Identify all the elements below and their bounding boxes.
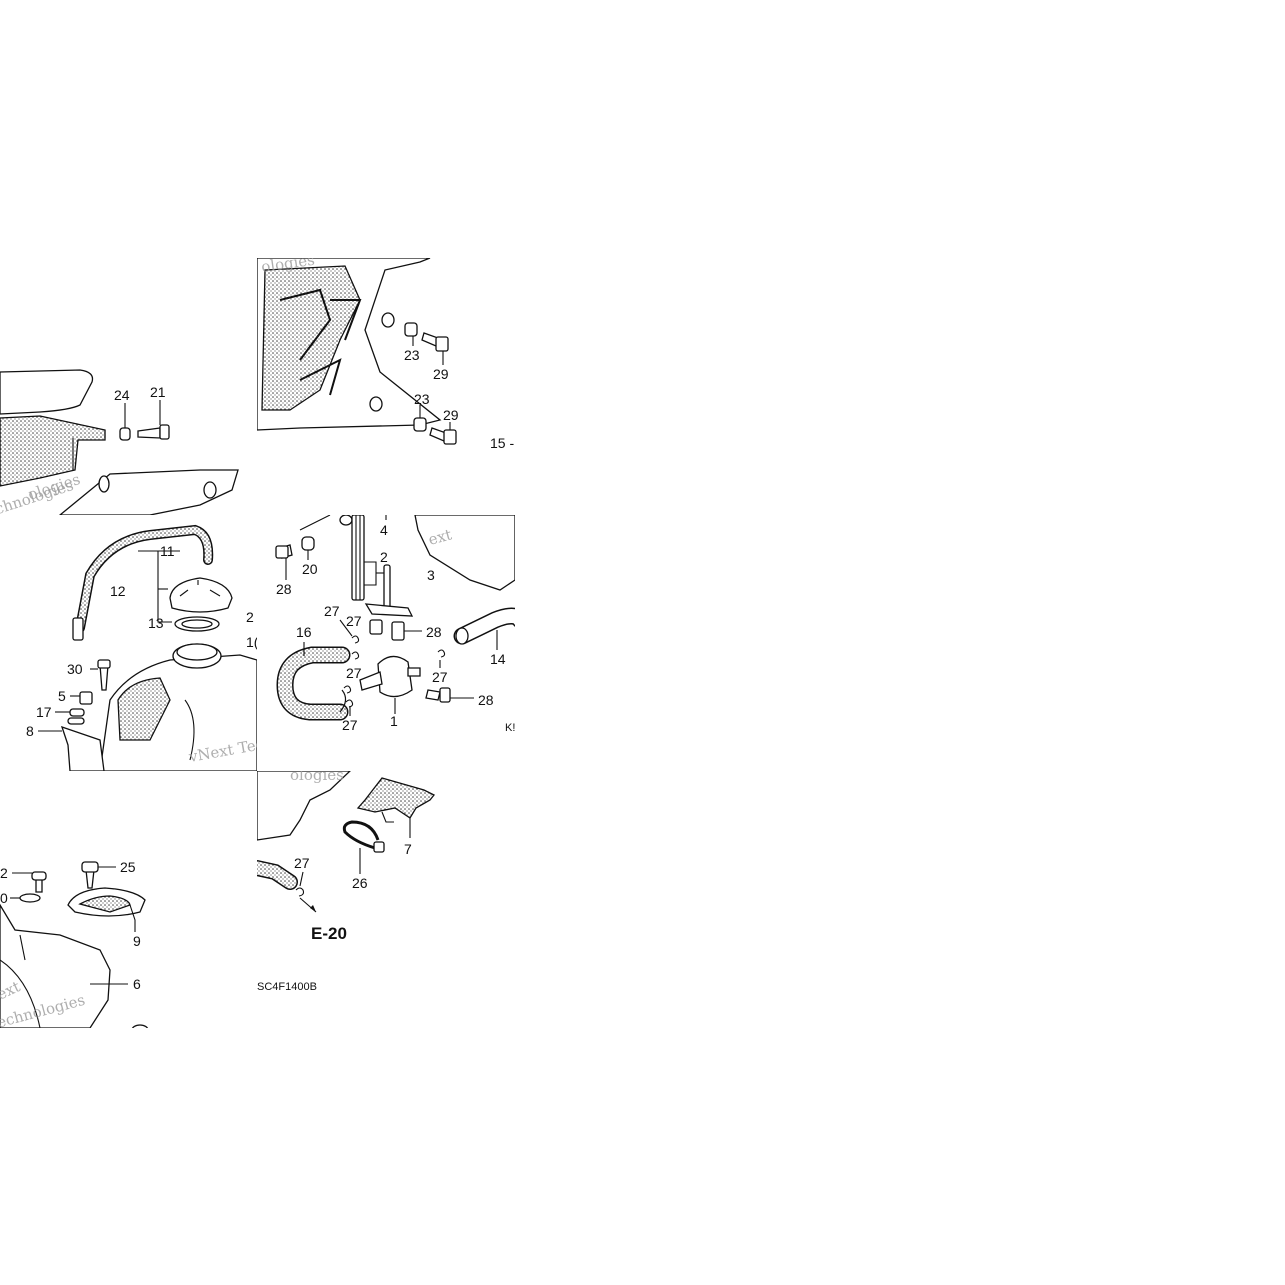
callout-25: 25 xyxy=(120,859,136,875)
washer-24-shape xyxy=(119,427,131,441)
strainer-pipe-2-shape xyxy=(351,515,365,601)
callout-27: 27 xyxy=(294,855,310,871)
callout-9: 9 xyxy=(133,933,141,949)
heat-guard-7-shape xyxy=(356,777,436,819)
tile-heat-guard: ologies 27 26 7 E-20 xyxy=(257,766,436,943)
callout-17: 17 xyxy=(36,704,52,720)
callout-1: 1 xyxy=(390,713,398,729)
collar-5-shape xyxy=(79,691,93,705)
callout-5: 5 xyxy=(58,688,66,704)
clip-27-shape xyxy=(437,649,446,658)
callout-10: 1( xyxy=(246,634,259,650)
callout-27: 27 xyxy=(324,603,340,619)
callout-30: 30 xyxy=(67,661,83,677)
callout-28: 28 xyxy=(276,581,292,597)
callout-6: 6 xyxy=(133,976,141,992)
callout-ks: K! xyxy=(505,722,515,734)
collar-23-shape xyxy=(413,417,427,432)
fuel-tank-lower-shape xyxy=(0,903,111,1028)
watermark-text: ext xyxy=(426,525,453,548)
tile-fuel-tank: 11 12 13 2 1( 30 5 17 8 vNext Tec xyxy=(26,524,259,771)
callout-14: 14 xyxy=(490,651,506,667)
callout-13: 13 xyxy=(148,615,164,631)
callout-28: 28 xyxy=(426,624,442,640)
callout-23: 23 xyxy=(404,347,420,363)
callout-23: 23 xyxy=(414,391,430,407)
callout-0: 0 xyxy=(0,890,8,906)
breather-tube-11-shape xyxy=(75,524,214,633)
tile-fuel-valve: ext xyxy=(275,515,515,734)
callout-26: 26 xyxy=(352,875,368,891)
callout-29: 29 xyxy=(433,366,449,382)
rubber-17-shape xyxy=(69,708,85,717)
callout-24: 24 xyxy=(114,387,130,403)
washer-shape xyxy=(19,893,41,903)
bolt-21-head-shape xyxy=(159,424,170,440)
clip-27-shape xyxy=(343,685,352,694)
clip-27-shape xyxy=(295,887,305,897)
bolt-28-shape xyxy=(425,689,441,701)
callout-8: 8 xyxy=(26,723,34,739)
page-reference: E-20 xyxy=(311,924,347,943)
clip-27-shape xyxy=(351,651,360,660)
callout-4: 4 xyxy=(380,522,388,538)
callout-16: 16 xyxy=(296,624,312,640)
valve-plate-shape xyxy=(364,603,414,617)
callout-15: 15 - xyxy=(490,435,514,451)
bolt-25-shape xyxy=(85,869,95,889)
callout-2: 2 xyxy=(0,865,8,881)
grommet-shape xyxy=(203,481,217,499)
callout-7: 7 xyxy=(404,841,412,857)
tank-edge-shape xyxy=(414,515,515,591)
washer-20-shape xyxy=(301,536,315,551)
tile-shroud: 23 29 23 29 15 - ologies xyxy=(257,258,514,451)
drawing-code: SC4F1400B xyxy=(257,981,317,993)
callout-3: 3 xyxy=(427,567,435,583)
bolt-30-shape xyxy=(99,664,109,691)
fuel-cap-12-shape xyxy=(169,577,233,613)
watermark-text: ologies xyxy=(290,766,344,784)
callout-2: 2 xyxy=(246,609,254,625)
tile-tank-underside: 2 0 25 9 6 ext Technologies xyxy=(0,859,149,1028)
callout-27: 27 xyxy=(342,717,358,733)
seat-shape xyxy=(0,369,94,415)
fuel-valve-1-shape xyxy=(377,655,413,698)
collar-23-shape xyxy=(404,322,418,337)
bolt-21-shape xyxy=(137,427,161,439)
callout-20: 20 xyxy=(302,561,318,577)
tank-edge-shape xyxy=(257,771,351,841)
clamp-26-shape xyxy=(342,820,380,850)
side-cover-shape xyxy=(0,415,106,487)
callout-27: 27 xyxy=(346,613,362,629)
callout-12: 12 xyxy=(110,583,126,599)
callout-11: 11 xyxy=(160,543,175,559)
grommet-shape xyxy=(98,475,110,493)
callout-21: 21 xyxy=(150,384,166,400)
callout-28: 28 xyxy=(478,692,494,708)
callout-27: 27 xyxy=(432,669,448,685)
strap-8-shape xyxy=(60,725,105,771)
strainer-pipe-3-shape xyxy=(383,564,391,611)
tile-side-cover: 24 21 ologies Technologies xyxy=(0,369,239,515)
callout-27: 27 xyxy=(346,665,362,681)
callout-29: 29 xyxy=(443,407,459,423)
grommet-shape xyxy=(381,312,395,328)
clip-27-shape xyxy=(345,699,354,708)
callout-2: 2 xyxy=(380,549,388,565)
clip-27-shape xyxy=(351,635,360,644)
grommet-shape xyxy=(369,396,383,412)
